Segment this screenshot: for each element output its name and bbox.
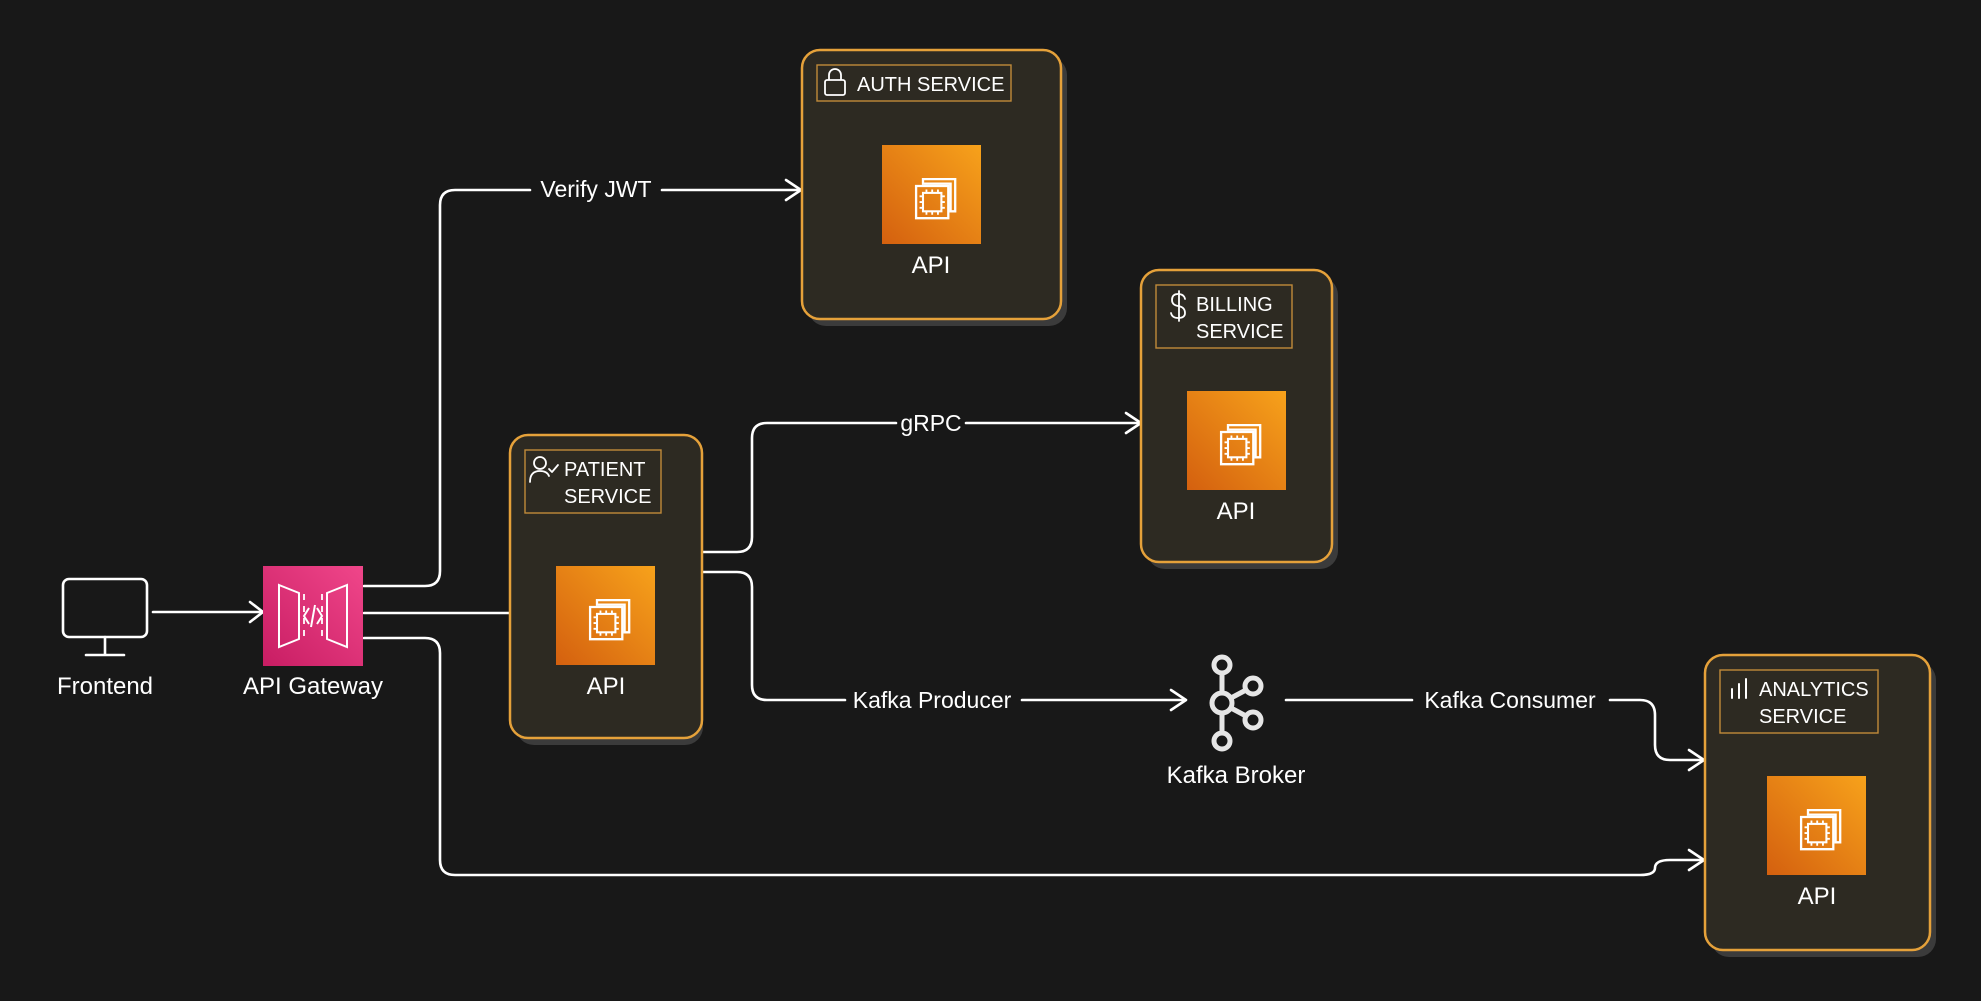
compute-icon [1187,391,1286,490]
analytics-api-label: API [1798,883,1837,910]
billing-service-title-line1: BILLING [1196,294,1273,316]
edge-patient-to-kafka [701,570,1187,702]
edge-patient-to-billing [701,421,1142,554]
lock-icon [824,68,846,96]
api-gateway-node[interactable]: API Gateway [243,566,383,700]
billing-api-label: API [1217,498,1256,525]
patient-service-title-line1: PATIENT [564,459,645,481]
auth-api-label: API [912,252,951,279]
auth-service[interactable]: AUTH SERVICE API [800,48,1067,326]
analytics-service-title-line1: ANALYTICS [1759,679,1869,701]
kafka-icon [1209,654,1264,752]
auth-service-title: AUTH SERVICE [857,74,1004,96]
auth-service-header [816,64,1012,102]
edge-gateway-to-auth [362,188,802,588]
billing-service[interactable]: BILLING SERVICE API [1139,268,1338,569]
edge-kafka-to-analytics [1284,698,1705,762]
analytics-service[interactable]: ANALYTICS SERVICE API [1703,653,1936,957]
monitor-icon [61,577,149,657]
connectors [151,178,1706,877]
analytics-service-title-line2: SERVICE [1759,706,1846,728]
compute-icon [556,566,655,665]
kafka-broker-node[interactable]: Kafka Broker [1167,654,1306,789]
frontend-label: Frontend [57,673,153,700]
edge-label-kafka-producer: Kafka Producer [853,687,1012,713]
analytics-service-header [1719,669,1879,734]
compute-icon [882,145,981,244]
edge-label-verify-jwt: Verify JWT [540,176,651,202]
patient-api-label: API [587,673,626,700]
bar-chart-icon [1731,678,1747,699]
edge-label-grpc: gRPC [900,410,961,436]
billing-service-title-line2: SERVICE [1196,321,1283,343]
billing-service-header [1155,284,1293,349]
api-gateway-label: API Gateway [243,673,383,700]
frontend-node[interactable]: Frontend [57,577,153,700]
api-gateway-icon [263,566,363,666]
kafka-broker-label: Kafka Broker [1167,762,1306,789]
user-check-icon [529,456,559,483]
compute-icon [1767,776,1866,875]
arrowhead [1169,688,1188,712]
edge-label-kafka-consumer: Kafka Consumer [1424,687,1596,713]
patient-service[interactable]: PATIENT SERVICE API [508,433,704,745]
patient-service-title-line2: SERVICE [564,486,651,508]
edge-gateway-to-analytics [362,636,1705,877]
patient-service-header [524,449,662,514]
dollar-icon [1170,290,1186,322]
